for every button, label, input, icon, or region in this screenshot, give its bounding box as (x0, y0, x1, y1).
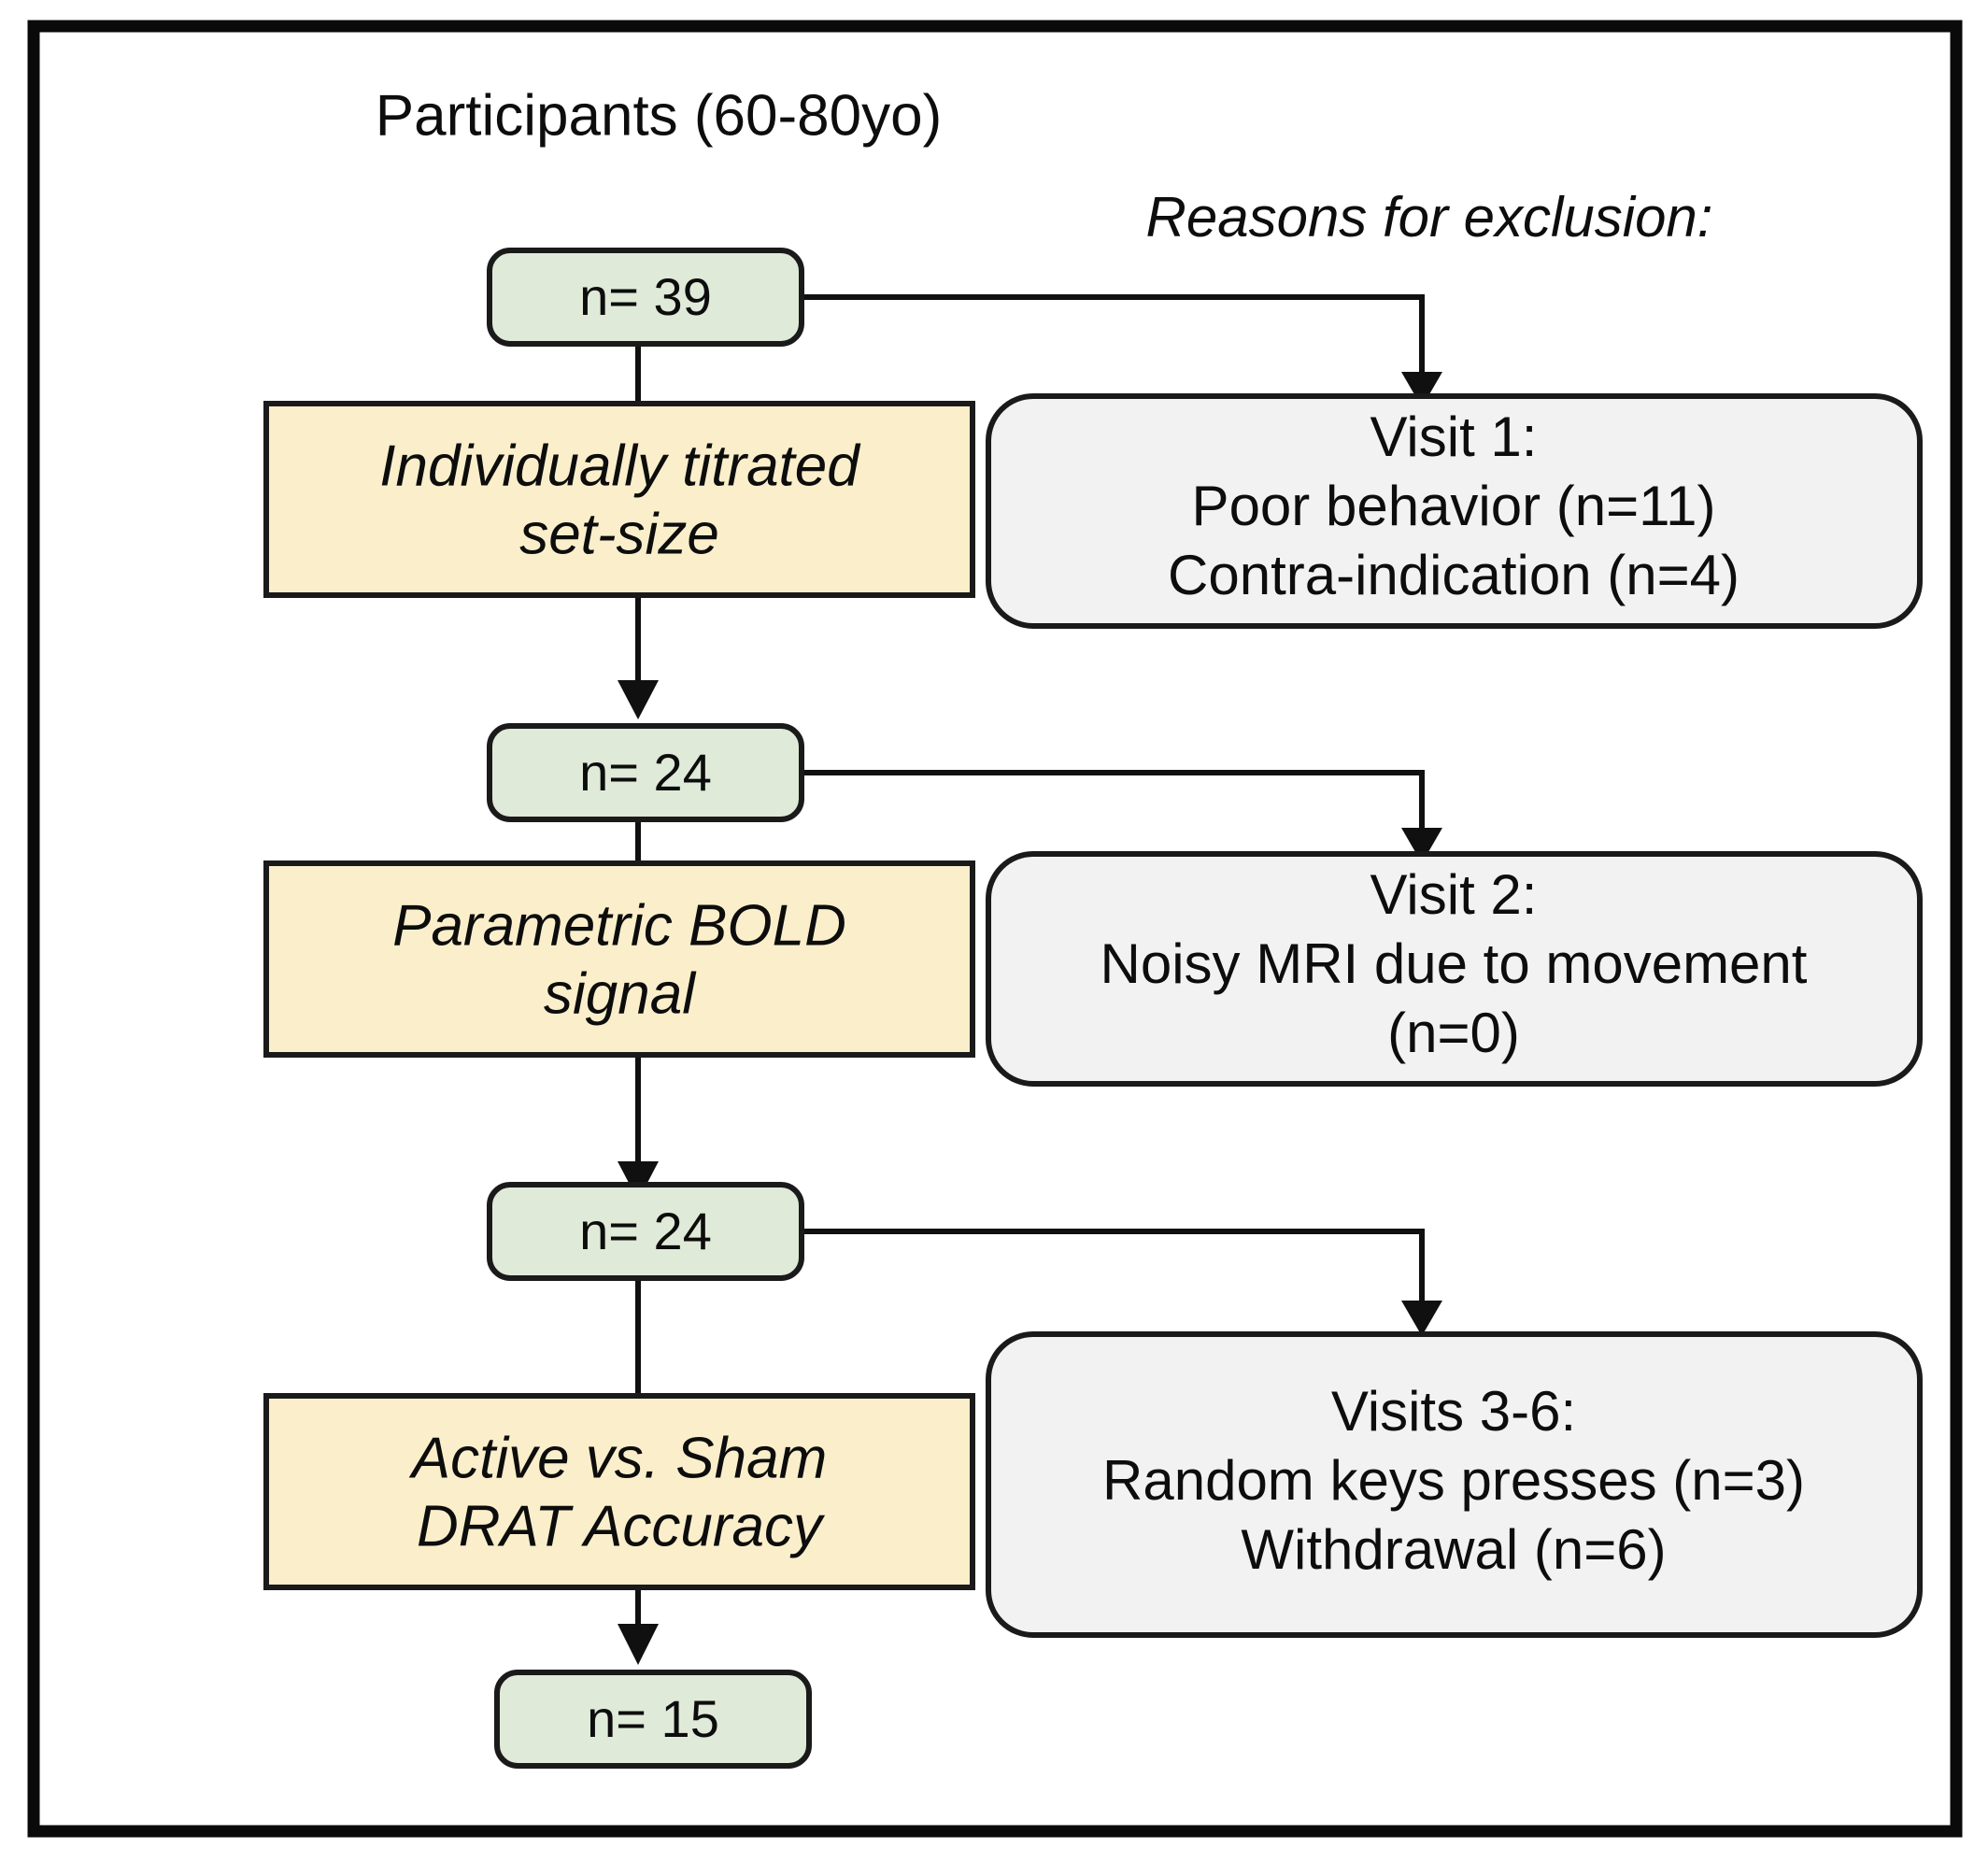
node-exclusion-visit-1-shape (986, 393, 1923, 629)
node-count-24-b-shape (487, 1182, 804, 1281)
connector-count39-to-visit1 (802, 294, 1442, 407)
node-exclusion-visit-2-line3: (n=0) (1387, 1002, 1520, 1064)
node-stage-bold-line1: Parametric BOLD (392, 893, 846, 958)
node-exclusion-visits-3-6[interactable]: Visits 3-6: Random keys presses (n=3) Wi… (986, 1331, 1923, 1638)
node-stage-drat[interactable]: Active vs. Sham DRAT Accuracy (263, 1393, 975, 1590)
node-count-15[interactable]: n= 15 (494, 1670, 812, 1769)
connector-count24a-to-visit2 (802, 770, 1442, 863)
node-stage-set-size-line2: set-size (519, 502, 719, 566)
node-exclusion-visit-2[interactable]: Visit 2: Noisy MRI due to movement (n=0) (986, 851, 1923, 1087)
node-exclusion-visits-3-6-line3: Withdrawal (n=6) (1241, 1518, 1666, 1581)
node-exclusion-visits-3-6-line2: Random keys presses (n=3) (1102, 1449, 1805, 1512)
arrowhead-down-icon (1401, 372, 1442, 407)
node-stage-set-size-line1: Individually titrated (379, 434, 861, 498)
node-stage-bold-line2: signal (544, 961, 697, 1026)
figure-frame (27, 20, 1963, 1838)
node-stage-set-size[interactable]: Individually titrated set-size (263, 401, 975, 598)
connector-stage-set-size-to-count24a (618, 595, 659, 719)
node-exclusion-visit-1[interactable]: Visit 1: Poor behavior (n=11) Contra-ind… (986, 393, 1923, 629)
node-exclusion-visit-2-shape (986, 851, 1923, 1087)
node-count-15-shape (494, 1670, 812, 1769)
page-title: Participants (60-80yo) (376, 83, 943, 148)
node-exclusion-visits-3-6-line1: Visits 3-6: (1331, 1380, 1576, 1443)
connector-stage-drat-to-count15 (618, 1586, 659, 1665)
arrowhead-down-icon (1401, 1301, 1442, 1336)
node-stage-bold[interactable]: Parametric BOLD signal (263, 860, 975, 1058)
node-count-39-shape (487, 248, 804, 347)
node-count-24-b-label: n= 24 (579, 1202, 712, 1260)
node-stage-drat-line2: DRAT Accuracy (417, 1494, 826, 1558)
node-stage-set-size-shape (263, 401, 975, 598)
arrowhead-down-icon (1401, 828, 1442, 863)
node-exclusion-visit-1-line3: Contra-indication (n=4) (1168, 544, 1740, 606)
node-exclusion-visit-1-line2: Poor behavior (n=11) (1192, 475, 1716, 537)
connector-stage-bold-to-count24b (618, 1054, 659, 1201)
node-count-15-label: n= 15 (587, 1689, 719, 1748)
connector-count24b-to-visits36 (802, 1229, 1442, 1336)
node-count-39-label: n= 39 (579, 267, 712, 326)
node-count-24-a[interactable]: n= 24 (487, 723, 804, 822)
node-count-39[interactable]: n= 39 (487, 248, 804, 347)
node-stage-bold-shape (263, 860, 975, 1058)
node-stage-drat-line1: Active vs. Sham (408, 1426, 827, 1490)
arrowhead-down-icon (618, 1624, 659, 1665)
arrowhead-down-icon (618, 1161, 659, 1201)
node-exclusion-visits-3-6-shape (986, 1331, 1923, 1638)
node-exclusion-visit-2-line1: Visit 2: (1370, 863, 1538, 926)
exclusion-heading: Reasons for exclusion: (1146, 186, 1713, 249)
node-count-24-b[interactable]: n= 24 (487, 1182, 804, 1281)
node-exclusion-visit-1-line1: Visit 1: (1370, 405, 1538, 468)
node-stage-drat-shape (263, 1393, 975, 1590)
node-count-24-a-label: n= 24 (579, 743, 712, 802)
node-exclusion-visit-2-line2: Noisy MRI due to movement (1100, 932, 1808, 995)
arrowhead-down-icon (618, 680, 659, 719)
node-count-24-a-shape (487, 723, 804, 822)
